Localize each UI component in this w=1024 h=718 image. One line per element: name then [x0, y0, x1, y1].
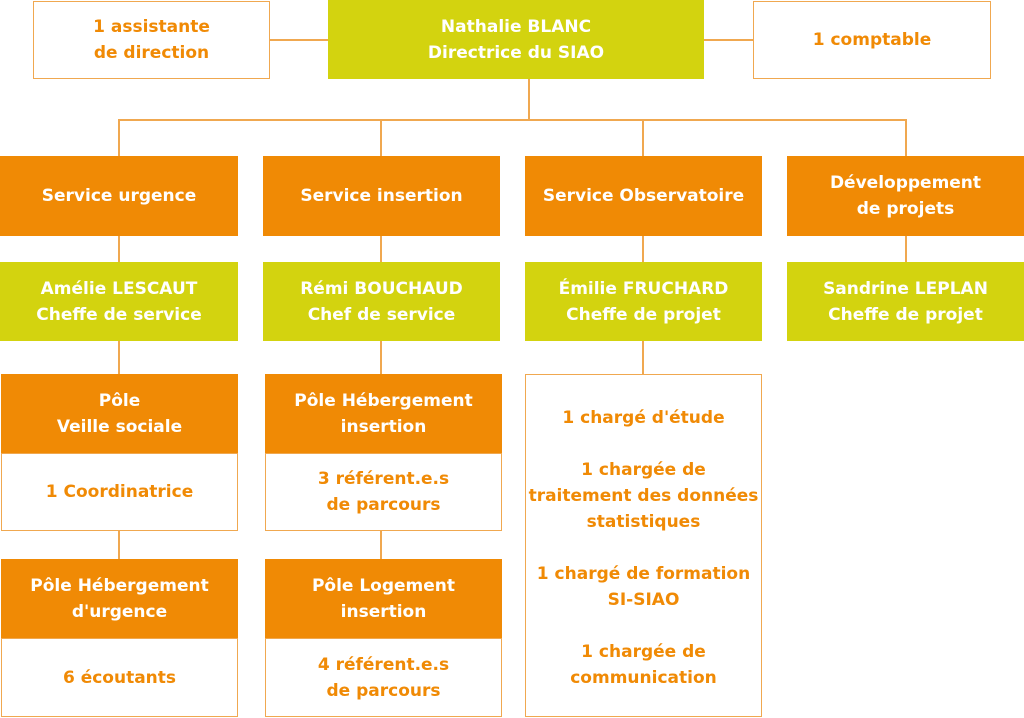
connector-insertion-pole2: [380, 531, 382, 559]
insertion-pole2-staff: 4 référent.e.s de parcours: [265, 638, 502, 717]
service-urgence-title: Service urgence: [0, 156, 238, 236]
service-observatoire-title: Service Observatoire: [525, 156, 762, 236]
connector-director-down: [528, 79, 530, 120]
observatoire-staff-item: 1 chargé de formation SI-SIAO: [536, 564, 751, 610]
connector-to-insertion: [380, 119, 382, 156]
connector-to-observatoire: [642, 119, 644, 156]
connector-urgence-head: [118, 236, 120, 262]
service-developpement-title: Développement de projets: [787, 156, 1024, 236]
urgence-pole2-title: Pôle Hébergement d'urgence: [1, 559, 238, 638]
insertion-head: Rémi BOUCHAUD Chef de service: [263, 262, 500, 341]
urgence-pole1-title: Pôle Veille sociale: [1, 374, 238, 453]
director-name: Nathalie BLANC: [440, 16, 592, 37]
connector-urgence-pole2: [118, 531, 120, 559]
connector-insertion-head: [380, 236, 382, 262]
developpement-head: Sandrine LEPLAN Cheffe de projet: [787, 262, 1024, 341]
connector-urgence-pole1: [118, 341, 120, 374]
insertion-pole1-title: Pôle Hébergement insertion: [265, 374, 502, 453]
urgence-pole1-staff: 1 Coordinatrice: [1, 453, 238, 531]
assistant-box: 1 assistante de direction: [33, 1, 270, 79]
urgence-head: Amélie LESCAUT Cheffe de service: [0, 262, 238, 341]
connector-insertion-pole1: [380, 341, 382, 374]
insertion-pole2-title: Pôle Logement insertion: [265, 559, 502, 638]
connector-services-horizontal: [118, 119, 907, 121]
observatoire-staff-item: 1 chargée de traitement des données stat…: [528, 460, 759, 532]
connector-director-accountant: [704, 39, 753, 41]
accountant-box: 1 comptable: [753, 1, 991, 79]
insertion-pole1-staff: 3 référent.e.s de parcours: [265, 453, 502, 531]
service-insertion-title: Service insertion: [263, 156, 500, 236]
connector-assistant-director: [270, 39, 328, 41]
director-title: Directrice du SIAO: [427, 42, 605, 63]
observatoire-staff-item: 1 chargée de communication: [570, 642, 717, 688]
observatoire-staff-item: 1 chargé d'étude: [562, 408, 725, 428]
connector-observatoire-head: [642, 236, 644, 262]
connector-developpement-head: [905, 236, 907, 262]
connector-to-urgence: [118, 119, 120, 156]
observatoire-head: Émilie FRUCHARD Cheffe de projet: [525, 262, 762, 341]
connector-observatoire-staff: [642, 341, 644, 374]
urgence-pole2-staff: 6 écoutants: [1, 638, 238, 717]
connector-to-developpement: [905, 119, 907, 156]
observatoire-staff-list: 1 chargé d'étude 1 chargée de traitement…: [525, 374, 762, 717]
director-box: Nathalie BLANC Directrice du SIAO: [328, 0, 704, 79]
